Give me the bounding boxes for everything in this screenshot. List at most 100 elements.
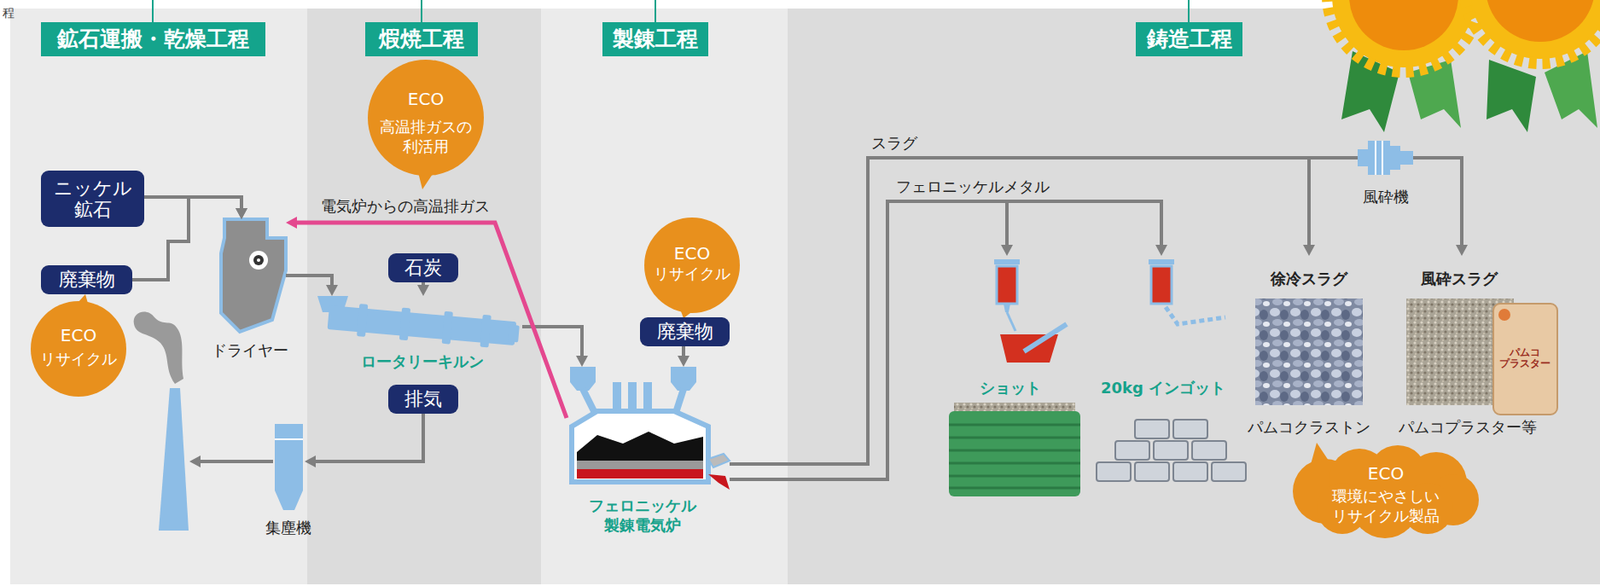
node-text: 廃棄物	[657, 320, 714, 343]
flow-line	[681, 346, 686, 359]
header-ticks-part	[654, 0, 657, 23]
dryer-part	[221, 219, 286, 332]
award-badge-part	[1486, 59, 1536, 133]
dust-collector-part	[274, 438, 303, 441]
shot-ladle-part	[994, 259, 1020, 265]
process-bands	[10, 8, 1600, 585]
shot-crate-part-part	[948, 462, 1081, 466]
ingot-ladle	[1148, 259, 1226, 325]
node-text: フェロニッケル 製錬電気炉	[588, 496, 697, 536]
ingot-ladle-part	[1165, 307, 1226, 325]
shot-crate-part-part	[948, 436, 1081, 440]
product-bag-part	[1493, 303, 1558, 415]
edge-label: スラグ	[871, 133, 918, 153]
flow-line	[132, 197, 242, 280]
shot-ladle	[994, 259, 1067, 363]
node-text: ニッケル 鉱石	[53, 177, 133, 222]
process-bands-part	[787, 8, 1600, 585]
rotary-kiln-part-part	[399, 307, 411, 341]
award-badge	[1327, 0, 1600, 133]
granulator	[1357, 140, 1414, 175]
arrowhead	[285, 216, 297, 229]
dust-collector: 集塵機	[273, 424, 305, 511]
shot-casting: ショット	[981, 256, 1077, 367]
node-text: 集塵機	[265, 518, 312, 538]
arrowhead	[1155, 244, 1168, 256]
clipped-text: 程	[2, 5, 15, 21]
electric-furnace-part	[576, 431, 704, 461]
flow-connector	[729, 157, 1358, 465]
ingot-ladle-part	[1151, 266, 1172, 304]
chimney-part	[158, 388, 189, 531]
electric-furnace-part	[576, 460, 704, 470]
chimney-part	[199, 459, 274, 464]
ingot-pile-part	[1134, 419, 1170, 439]
header-ticks	[152, 0, 1189, 23]
flow-line	[522, 326, 582, 358]
node-text: ECO	[1367, 463, 1404, 484]
dryer-part	[256, 258, 261, 262]
award-badge-part	[1464, 0, 1600, 64]
ingot-pile	[1096, 419, 1246, 482]
shot-crate-part-part	[948, 487, 1081, 490]
flow-line	[421, 282, 425, 287]
granulator-part	[1381, 140, 1384, 175]
flow-line	[295, 222, 567, 419]
node-text: 風砕スラグ	[1420, 269, 1498, 289]
process-bands-part	[541, 8, 788, 585]
granulator-part	[1367, 140, 1391, 175]
arrowhead	[325, 285, 338, 297]
input-box: ニッケル 鉱石	[40, 170, 145, 227]
flow-connector	[522, 326, 588, 367]
chimney-part	[133, 312, 184, 384]
shot-ladle-part	[1024, 324, 1067, 352]
chimney-part	[189, 455, 201, 468]
input-box: 排気	[388, 384, 459, 414]
flow-connector	[144, 197, 248, 220]
node-text: リサイクル	[653, 264, 731, 284]
granulator-part	[1374, 140, 1377, 175]
flow-line	[314, 413, 424, 462]
shot-crate-part	[948, 424, 1081, 489]
arrowhead	[235, 208, 248, 220]
electric-furnace-part	[670, 366, 697, 391]
shot-crate	[948, 402, 1081, 497]
electric-furnace-part	[708, 474, 730, 490]
bubble-shape	[30, 301, 127, 397]
node-text: 風砕機	[1362, 187, 1409, 207]
arrowhead	[1455, 244, 1468, 256]
node-text: 煆焼工程	[378, 26, 465, 53]
dust-collector-part	[274, 490, 303, 511]
flow-line	[1413, 157, 1462, 247]
arrowhead	[576, 355, 588, 367]
flow-connector	[677, 346, 690, 368]
arrowhead	[304, 455, 316, 468]
node-text: ECO	[60, 325, 97, 346]
shot-crate-part-part	[948, 424, 1081, 427]
node-text: ロータリーキルン	[360, 352, 484, 372]
dryer-part	[253, 255, 264, 266]
ingot-pile-part	[1096, 462, 1131, 482]
award-badge-part	[1349, 0, 1459, 51]
granulator-part	[1390, 145, 1401, 170]
node-text: パムコプラスター等	[1398, 418, 1537, 437]
rotary-kiln-part-part	[507, 325, 520, 344]
eco-cloud: ECO 環境にやさしい リサイクル製品	[1291, 448, 1480, 531]
bag-print: パムコ プラスター	[1499, 347, 1551, 370]
dryer	[221, 219, 286, 332]
edge-label: 電気炉からの高温排ガス	[320, 197, 490, 216]
stage-header: 製錬工程	[602, 22, 709, 57]
flow-connector	[729, 157, 1315, 465]
flow-connector	[729, 201, 1013, 480]
stage-header: 煆焼工程	[365, 22, 478, 57]
node-text: 環境にやさしい リサイクル製品	[1332, 487, 1440, 526]
product-bag	[1493, 303, 1558, 415]
header-ticks-part	[1187, 0, 1190, 23]
granulator-part	[1400, 151, 1414, 165]
node-text: ECO	[407, 88, 444, 110]
ingot-pile-part	[1153, 441, 1188, 460]
node-text: 石炭	[404, 256, 443, 279]
electric-furnace-part	[571, 411, 709, 483]
